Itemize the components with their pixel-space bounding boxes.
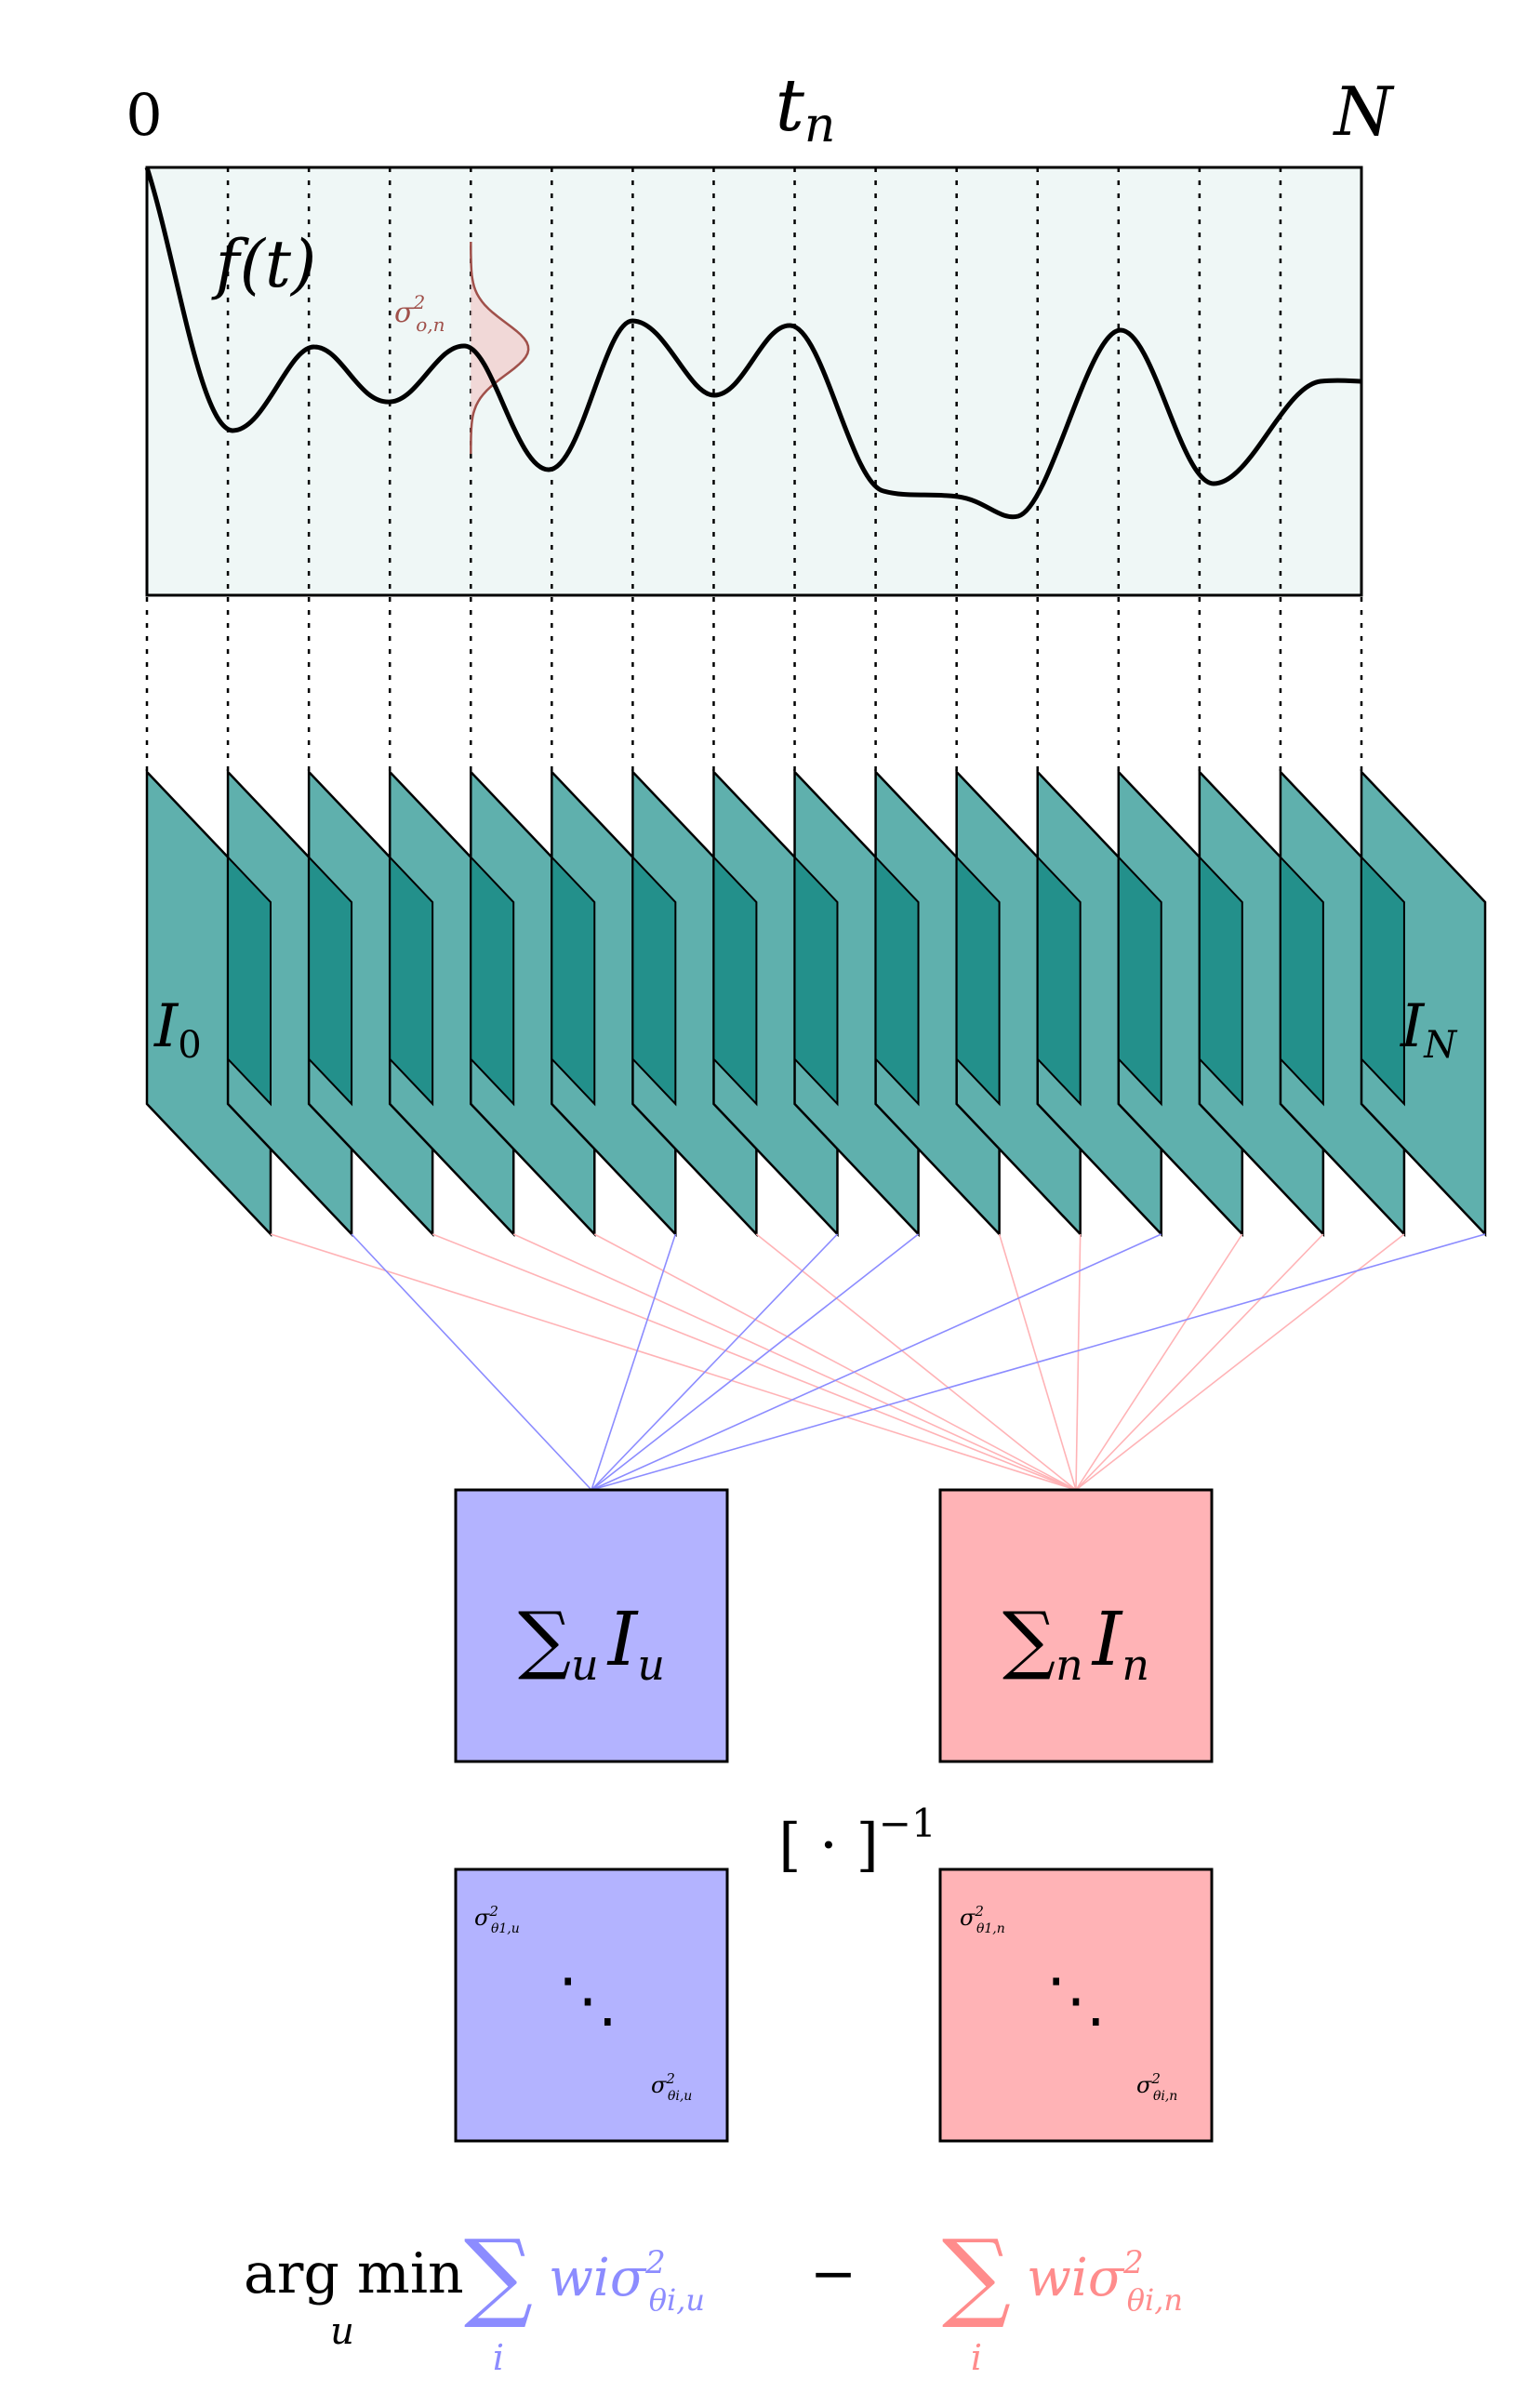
noise-distribution — [470, 242, 530, 456]
signal-panel — [145, 166, 1363, 597]
slice-overlap-13 — [1279, 855, 1324, 1107]
objective-minus: − — [810, 2241, 856, 2306]
slice-overlap-10 — [1036, 855, 1082, 1107]
axis-start-label: 0 — [126, 81, 162, 149]
objective-argmin: arg min — [244, 2241, 464, 2306]
slice-overlap-7 — [793, 855, 839, 1107]
slice-overlap-11 — [1117, 855, 1162, 1107]
used-sum-box — [454, 1488, 729, 1763]
unused-connection-6 — [755, 1233, 1077, 1491]
time-gridlines — [145, 167, 1363, 772]
slice-overlap-4 — [551, 855, 596, 1107]
slice-overlap-8 — [874, 855, 920, 1107]
used-connection-8 — [591, 1233, 920, 1491]
slice-overlap-9 — [955, 855, 1001, 1107]
objective-unused-index: i — [971, 2337, 982, 2378]
slice-overlap-12 — [1198, 855, 1243, 1107]
objective-used-sum: ∑ — [464, 2218, 533, 2332]
used-connection-15 — [591, 1233, 1486, 1491]
signal-label: f(t) — [211, 226, 317, 302]
unused-connection-10 — [1075, 1233, 1082, 1491]
unused-connection-12 — [1075, 1233, 1243, 1491]
slice-overlap-6 — [712, 855, 758, 1107]
objective-argmin-sub: u — [330, 2310, 354, 2353]
unused-connection-13 — [1075, 1233, 1324, 1491]
unused-sum-box — [938, 1488, 1214, 1763]
unused-cov-dots: ⋱ — [1046, 1966, 1106, 2035]
slice-overlap-1 — [308, 855, 353, 1107]
slice-overlap-5 — [631, 855, 677, 1107]
used-cov-dots: ⋱ — [558, 1966, 617, 2035]
axis-mid-label: tn — [776, 64, 836, 153]
unused-connection-3 — [512, 1233, 1077, 1491]
slice-overlap-14 — [1361, 855, 1405, 1107]
objective-used-index: i — [493, 2337, 504, 2378]
slice-overlap-3 — [470, 855, 515, 1107]
signal-curve — [144, 166, 1362, 520]
unused-connection-4 — [593, 1233, 1077, 1491]
image-slices — [145, 768, 1487, 1238]
used-connection-7 — [591, 1233, 839, 1491]
slice-overlap-0 — [227, 855, 272, 1107]
used-connection-11 — [591, 1233, 1162, 1491]
unused-covariance-matrix — [938, 1868, 1214, 2143]
last-slice-label: IN — [1400, 992, 1458, 1067]
objective-unused-sum: ∑ — [942, 2218, 1011, 2332]
first-slice-label: I0 — [153, 992, 202, 1067]
slice-overlap-2 — [389, 855, 434, 1107]
unused-connection-14 — [1075, 1233, 1405, 1491]
used-connection-1 — [351, 1233, 592, 1491]
inverse-operator: [ · ]−1 — [778, 1801, 936, 1879]
unused-connection-0 — [270, 1233, 1077, 1491]
used-covariance-matrix — [454, 1868, 729, 2143]
used-connection-5 — [591, 1233, 677, 1491]
axis-end-label: N — [1333, 73, 1396, 151]
slice-connections — [270, 1233, 1486, 1491]
